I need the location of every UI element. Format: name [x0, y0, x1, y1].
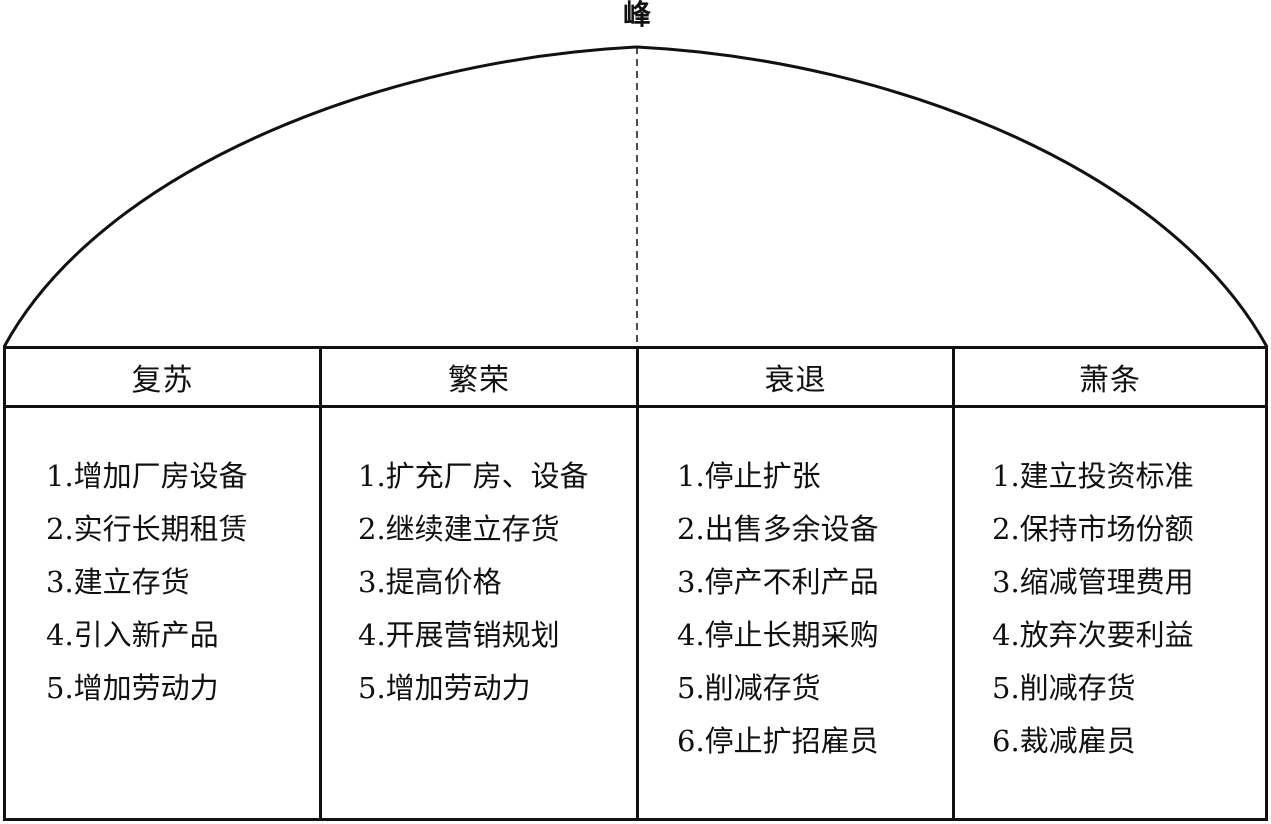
strategy-list: 1.扩充厂房、设备 2.继续建立存货 3.提高价格 4.开展营销规划 5.增加劳… — [322, 450, 636, 715]
strategy-item: 5.削减存货 — [992, 671, 1136, 705]
strategy-item: 5.增加劳动力 — [46, 671, 219, 705]
phase-header-depression: 萧条 — [955, 349, 1265, 408]
strategy-item: 4.开展营销规划 — [358, 618, 560, 652]
strategy-list: 1.建立投资标准 2.保持市场份额 3.缩减管理费用 4.放弃次要利益 5.削减… — [955, 450, 1265, 768]
strategy-item: 1.建立投资标准 — [992, 459, 1194, 493]
phase-strategies-recession: 1.停止扩张 2.出售多余设备 3.停产不利产品 4.停止长期采购 5.削减存货… — [639, 408, 955, 818]
strategy-item: 1.增加厂房设备 — [46, 459, 248, 493]
phase-header-prosperity: 繁荣 — [322, 349, 639, 408]
strategy-item: 3.缩减管理费用 — [992, 565, 1194, 599]
strategy-item: 1.扩充厂房、设备 — [358, 459, 589, 493]
phase-table: 复苏 繁荣 衰退 萧条 1.增加厂房设备 2.实行长期租赁 3.建立存货 4.引… — [3, 346, 1268, 821]
strategy-item: 1.停止扩张 — [677, 459, 821, 493]
strategy-item: 2.继续建立存货 — [358, 512, 560, 546]
phase-strategies-prosperity: 1.扩充厂房、设备 2.继续建立存货 3.提高价格 4.开展营销规划 5.增加劳… — [322, 408, 639, 818]
strategy-item: 3.建立存货 — [46, 565, 190, 599]
phase-header-recovery: 复苏 — [6, 349, 322, 408]
strategy-item: 3.提高价格 — [358, 565, 502, 599]
strategy-item: 2.保持市场份额 — [992, 512, 1194, 546]
cycle-curve — [2, 45, 1269, 348]
strategy-item: 4.放弃次要利益 — [992, 618, 1194, 652]
strategy-item: 3.停产不利产品 — [677, 565, 879, 599]
phase-strategies-recovery: 1.增加厂房设备 2.实行长期租赁 3.建立存货 4.引入新产品 5.增加劳动力 — [6, 408, 322, 818]
strategy-list: 1.停止扩张 2.出售多余设备 3.停产不利产品 4.停止长期采购 5.削减存货… — [639, 450, 952, 768]
peak-label: 峰 — [622, 0, 651, 31]
strategy-item: 4.停止长期采购 — [677, 618, 879, 652]
strategy-item: 2.实行长期租赁 — [46, 512, 248, 546]
strategy-item: 2.出售多余设备 — [677, 512, 879, 546]
strategy-item: 6.停止扩招雇员 — [677, 724, 879, 758]
strategy-item: 5.增加劳动力 — [358, 671, 531, 705]
strategy-item: 6.裁减雇员 — [992, 724, 1136, 758]
phase-header-recession: 衰退 — [639, 349, 955, 408]
phase-strategies-depression: 1.建立投资标准 2.保持市场份额 3.缩减管理费用 4.放弃次要利益 5.削减… — [955, 408, 1265, 818]
strategy-item: 5.削减存货 — [677, 671, 821, 705]
strategy-list: 1.增加厂房设备 2.实行长期租赁 3.建立存货 4.引入新产品 5.增加劳动力 — [6, 450, 319, 715]
strategy-item: 4.引入新产品 — [46, 618, 219, 652]
